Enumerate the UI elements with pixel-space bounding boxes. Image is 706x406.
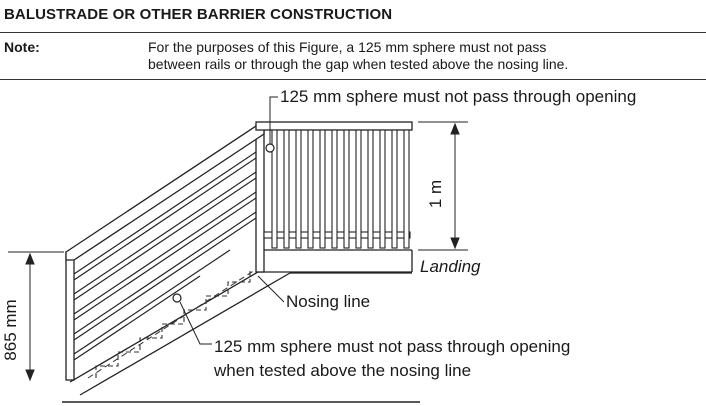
sphere-marker-bottom	[172, 293, 182, 303]
label-height-landing: 1 m	[426, 180, 445, 208]
figure-title: BALUSTRADE OR OTHER BARRIER CONSTRUCTION	[4, 6, 393, 23]
stair-bottom-post	[65, 251, 75, 381]
landing-balusters	[271, 129, 410, 249]
label-height-stair: 865 mm	[1, 299, 20, 360]
leader-nosing	[257, 275, 285, 303]
header-divider	[0, 32, 706, 33]
nosing-line	[87, 267, 259, 379]
leader-sphere-bottom	[179, 301, 212, 345]
stair-structure	[69, 249, 413, 396]
label-nosing: Nosing line	[286, 292, 370, 311]
leader-sphere-top	[269, 96, 278, 144]
dimension-landing	[418, 121, 468, 251]
note-divider	[0, 79, 706, 80]
note-label: Note:	[4, 39, 40, 55]
note-line-2: between rails or through the gap when te…	[148, 56, 569, 72]
note-line-1: For the purposes of this Figure, a 125 m…	[148, 39, 547, 55]
sphere-marker-top	[265, 143, 275, 153]
label-sphere-top: 125 mm sphere must not pass through open…	[280, 87, 636, 106]
label-landing: Landing	[420, 257, 481, 276]
dimension-stair	[8, 251, 64, 382]
label-sphere-bottom-line-2: when tested above the nosing line	[213, 361, 471, 380]
note-text: For the purposes of this Figure, a 125 m…	[148, 39, 703, 73]
label-sphere-bottom-line-1: 125 mm sphere must not pass through open…	[214, 337, 570, 356]
landing-corner-post	[255, 125, 265, 273]
stair-infill-rails	[73, 151, 257, 361]
landing-handrail	[255, 121, 413, 131]
